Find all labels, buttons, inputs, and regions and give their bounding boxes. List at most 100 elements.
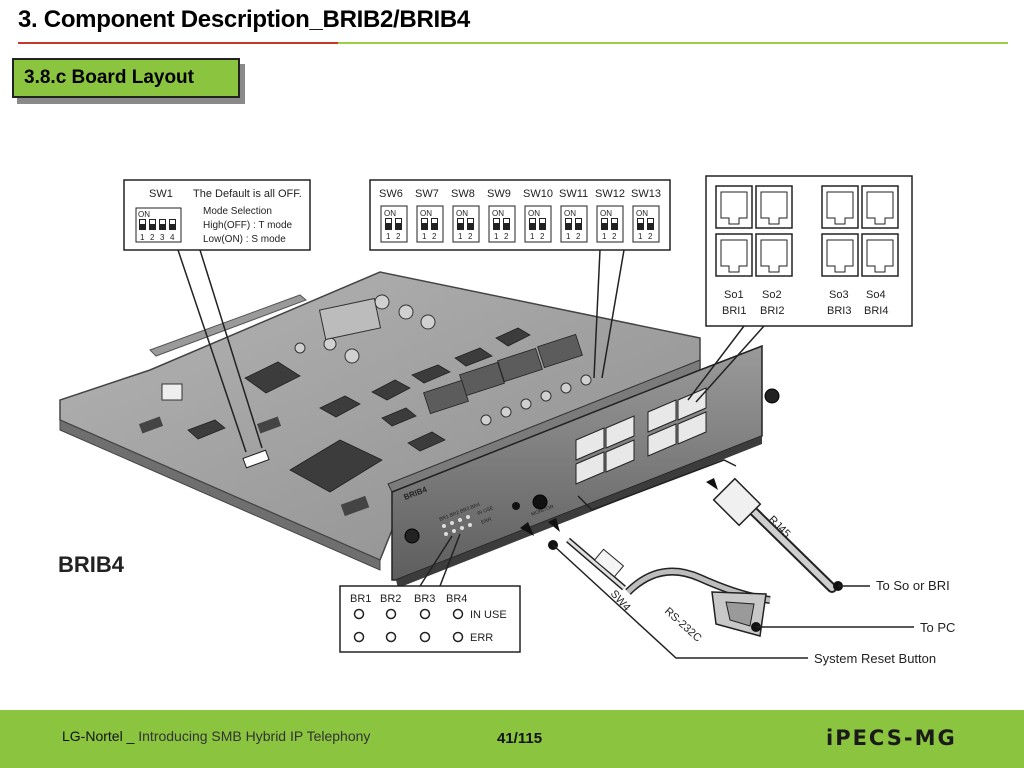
dip-toggle <box>493 218 500 230</box>
port-bri4-label: BRI4 <box>864 305 888 317</box>
dip-switch-on-label: ON <box>600 209 612 218</box>
footer-company: LG-Nortel _ <box>62 728 139 744</box>
port-jacks <box>715 185 899 277</box>
port-so1-label: So1 <box>724 289 744 301</box>
dip-pin-label: 1 <box>494 232 499 241</box>
port-bri2-label: BRI2 <box>760 305 784 317</box>
reset-button-hole <box>512 502 520 510</box>
rj45-jack-outline <box>715 233 753 277</box>
dip-toggle-knob <box>530 219 535 223</box>
section-heading-box: 3.8.c Board Layout <box>12 58 240 98</box>
rj45-jack-outline <box>861 233 899 277</box>
port-bri1-label: BRI1 <box>722 305 746 317</box>
sw4-tool <box>593 548 625 578</box>
dip-toggle <box>575 218 582 230</box>
rj45-plug <box>712 477 762 527</box>
faceplate-in-use: IN USE <box>477 505 495 517</box>
callout-to-so-or-bri: To So or BRI <box>876 578 950 593</box>
dip-toggle-knob <box>566 219 571 223</box>
dip-toggle <box>637 218 644 230</box>
footer-bar: LG-Nortel _ Introducing SMB Hybrid IP Te… <box>0 710 1024 768</box>
sw1-mode-heading: Mode Selection <box>203 206 272 217</box>
sw1-default-note: The Default is all OFF. <box>193 188 302 200</box>
dip-toggle <box>611 218 618 230</box>
sw1-pin-2: 2 <box>150 233 155 242</box>
sw1-callout: SW1 The Default is all OFF. ON 1 2 3 4 M… <box>123 179 311 453</box>
dip-switch-name: SW7 <box>415 188 439 200</box>
dip-toggle <box>539 218 546 230</box>
dip-toggle <box>601 218 608 230</box>
dip-switch-on-label: ON <box>420 209 432 218</box>
port-bri3-label: BRI3 <box>827 305 851 317</box>
callout-to-pc: To PC <box>920 620 955 635</box>
dip-pin-label: 1 <box>530 232 535 241</box>
page-number: 41/115 <box>497 730 543 747</box>
dip-toggle <box>385 218 392 230</box>
dip-toggle <box>503 218 510 230</box>
dip-switch-on-label: ON <box>492 209 504 218</box>
dip-toggle <box>457 218 464 230</box>
sw1-pin-3: 3 <box>160 233 165 242</box>
dip-toggle <box>647 218 654 230</box>
led-row-in-use: IN USE <box>470 609 507 621</box>
faceplate: BRIB4 BR1 BR2 BR3 BR4 IN USE ERR MONITOR <box>387 344 780 588</box>
dip-pin-label: 2 <box>648 232 653 241</box>
faceplate-err: ERR <box>481 516 493 526</box>
led-label-br1: BR1 <box>350 593 371 605</box>
rj45-jack-socket <box>720 191 748 225</box>
rj45-jack-outline <box>715 185 753 229</box>
dip-toggle <box>421 218 428 230</box>
dip-toggle <box>467 218 474 230</box>
led-label-br2: BR2 <box>380 593 401 605</box>
dip-pin-label: 2 <box>576 232 581 241</box>
dip-switch-on-label: ON <box>564 209 576 218</box>
rj45-jack-socket <box>760 239 788 273</box>
led-indicators <box>353 608 464 643</box>
callout-pointers <box>548 540 914 659</box>
dip-toggle-knob <box>386 219 391 223</box>
dip-toggle-knob <box>396 219 401 223</box>
sw1-mode-low: Low(ON) : S mode <box>203 234 286 245</box>
rs232-label: RS-232C <box>662 605 704 644</box>
sw1-pin-1: 1 <box>140 233 145 242</box>
port-so3-label: So3 <box>829 289 849 301</box>
dip-switch-name: SW10 <box>523 188 553 200</box>
footer-subtitle: Introducing SMB Hybrid IP Telephony <box>138 728 371 744</box>
callout-system-reset: System Reset Button <box>814 651 936 666</box>
dip-pin-label: 1 <box>602 232 607 241</box>
dip-pin-label: 2 <box>540 232 545 241</box>
dip-pin-label: 1 <box>422 232 427 241</box>
faceplate-leds <box>442 515 472 536</box>
dip-toggle-knob <box>576 219 581 223</box>
dip-toggle-knob <box>458 219 463 223</box>
dip-toggle-knob <box>432 219 437 223</box>
rj45-jack-socket <box>720 239 748 273</box>
dip-switch-on-label: ON <box>384 209 396 218</box>
section-heading: 3.8.c Board Layout <box>24 67 194 88</box>
dip-toggle <box>529 218 536 230</box>
slide-title: 3. Component Description_BRIB2/BRIB4 <box>18 6 470 33</box>
rj45-jack-socket <box>866 239 894 273</box>
dip-pin-label: 1 <box>566 232 571 241</box>
led-row-err: ERR <box>470 632 493 644</box>
rj45-jack-outline <box>755 185 793 229</box>
dip-toggle-knob <box>540 219 545 223</box>
led-label-br3: BR3 <box>414 593 435 605</box>
dip-pin-label: 1 <box>638 232 643 241</box>
dip-toggle <box>395 218 402 230</box>
sw1-pin-4: 4 <box>170 233 175 242</box>
dip-toggle <box>431 218 438 230</box>
monitor-arrow <box>548 518 560 532</box>
footer-brand: LG-Nortel _ Introducing SMB Hybrid IP Te… <box>62 728 370 744</box>
dip-toggle-knob <box>648 219 653 223</box>
rj45-jack-socket <box>826 191 854 225</box>
sw1-name: SW1 <box>149 188 173 200</box>
port-so4-label: So4 <box>866 289 886 301</box>
dip-switch-on-label: ON <box>636 209 648 218</box>
dip-pin-label: 2 <box>468 232 473 241</box>
dip-switch-on-label: ON <box>456 209 468 218</box>
board-name: BRIB4 <box>58 552 125 577</box>
